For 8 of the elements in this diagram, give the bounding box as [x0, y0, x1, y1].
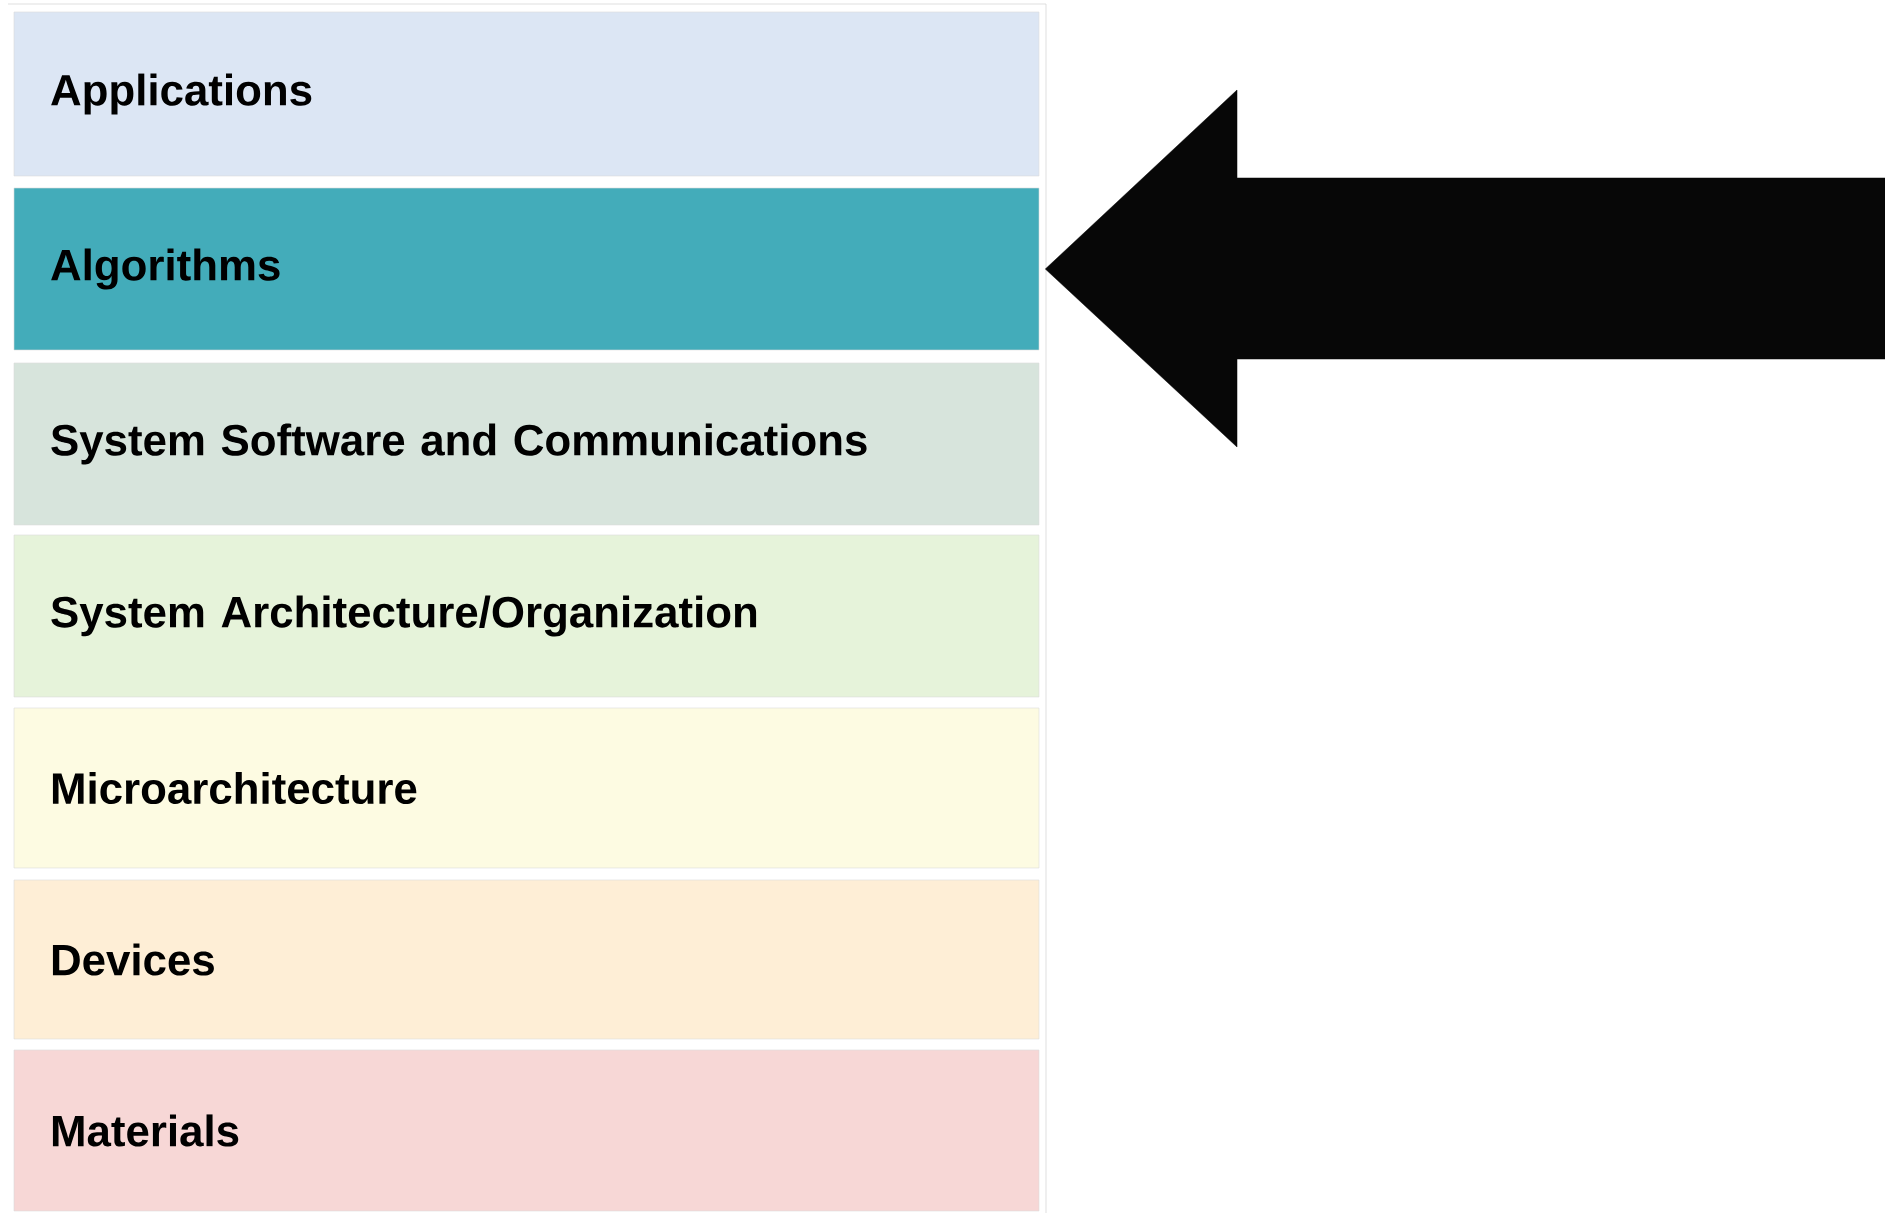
layer-band: Microarchitecture: [13, 707, 1040, 869]
layer-band: System Architecture/Organization: [13, 534, 1040, 698]
layer-band: System Software and Communications: [13, 362, 1040, 526]
layer-band: Applications: [13, 11, 1040, 177]
layer-band: Materials: [13, 1049, 1040, 1212]
layer-band: Devices: [13, 879, 1040, 1040]
layer-band: Algorithms: [13, 187, 1040, 351]
block-arrow: [1045, 89, 1885, 448]
